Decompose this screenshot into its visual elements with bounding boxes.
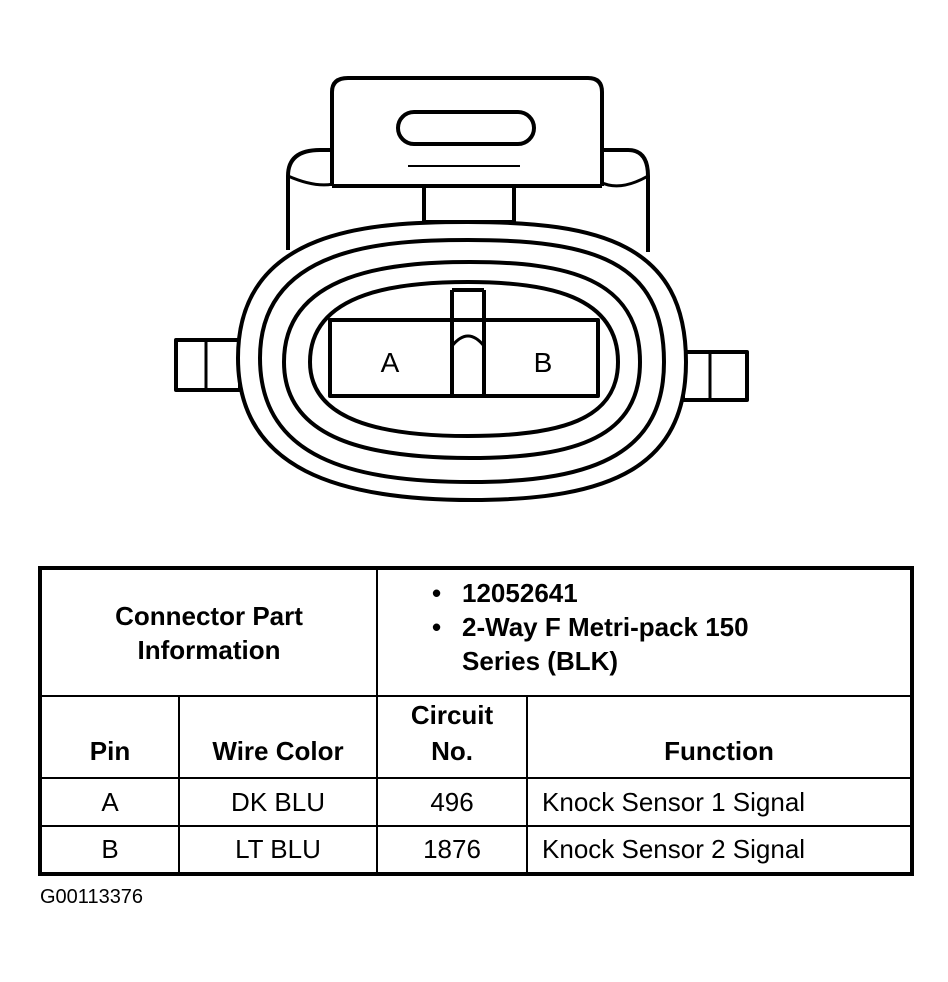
part-info-label: Connector Part Information [38, 567, 379, 697]
left-side-tab [174, 338, 242, 392]
function-cell: Knock Sensor 1 Signal [526, 777, 914, 827]
figure-id: G00113376 [40, 886, 144, 908]
header-pin: Pin [39, 695, 180, 779]
part-number: 12052641 [462, 578, 578, 608]
circuit-cell: 1876 [376, 825, 529, 875]
circuit-cell: 496 [376, 777, 529, 827]
pin-b-label: B [534, 347, 553, 378]
table-row: A DK BLU 496 Knock Sensor 1 Signal [39, 777, 914, 827]
polarizing-key [450, 288, 486, 396]
connector-body-ring [258, 238, 666, 484]
header-wire-color: Wire Color [177, 695, 379, 779]
pin-cell: B [39, 825, 180, 875]
connector-info-table: Connector Part Information • 12052641 • … [38, 566, 915, 876]
wire-color-cell: DK BLU [177, 777, 379, 827]
part-number-item: • 12052641 [432, 576, 910, 610]
connector-cavity [308, 280, 620, 438]
connector-seal-ring [282, 260, 642, 460]
function-cell: Knock Sensor 2 Signal [526, 825, 914, 875]
wire-color-cell: LT BLU [177, 825, 379, 875]
pin-a-label: A [381, 347, 400, 378]
bullet-icon: • [432, 612, 442, 642]
latch-slot [396, 110, 536, 146]
right-side-tab [681, 350, 749, 402]
header-row: Pin Wire Color Circuit No. Function [39, 695, 914, 779]
terminal-block [328, 318, 600, 398]
pin-cell: A [39, 777, 180, 827]
connector-face-diagram: A B [174, 76, 749, 502]
header-circuit-no: Circuit No. [376, 695, 529, 779]
part-info-list: • 12052641 • 2-Way F Metri-pack 150 Seri… [376, 567, 914, 697]
part-description: 2-Way F Metri-pack 150 Series (BLK) [462, 612, 749, 676]
locking-latch [330, 76, 604, 186]
part-info-row: Connector Part Information • 12052641 • … [38, 567, 914, 697]
header-function: Function [526, 695, 914, 779]
table-row: B LT BLU 1876 Knock Sensor 2 Signal [39, 825, 914, 875]
latch-stem [422, 184, 516, 224]
bullet-icon: • [432, 578, 442, 608]
part-description-item: • 2-Way F Metri-pack 150 Series (BLK) [432, 610, 910, 678]
